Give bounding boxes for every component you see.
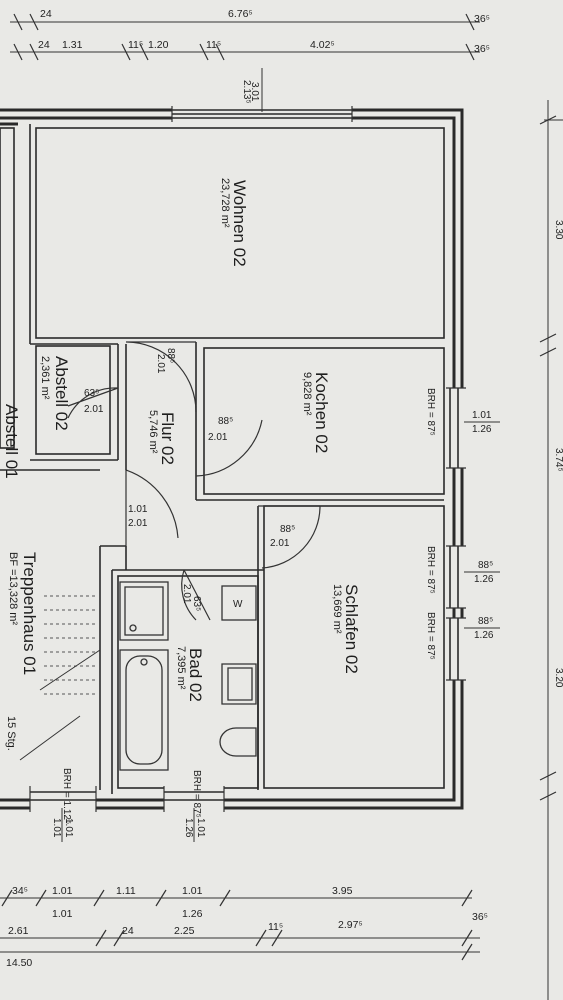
dim-bottom-111: 1.11 bbox=[116, 885, 136, 897]
room-area-treppe: BF =13,328 m² bbox=[7, 552, 19, 625]
room-name-wohnen: Wohnen 02 bbox=[230, 180, 249, 267]
window-treppe-width: 1.01 bbox=[63, 818, 74, 838]
room-area-abstell: 2,361 m² bbox=[39, 356, 51, 400]
dim-bottom-101a: 1.01 bbox=[52, 885, 73, 897]
window-schlafen1-height: 1.26 bbox=[474, 574, 494, 585]
room-labels: Wohnen 02 23,728 m² Kochen 02 9,828 m² F… bbox=[2, 178, 361, 751]
dim-top-24: 24 bbox=[40, 8, 52, 20]
dim-bottom-2975: 2.97⁵ bbox=[338, 919, 363, 931]
toilet bbox=[219, 727, 257, 757]
sink bbox=[221, 663, 257, 705]
dim-bottom-395: 3.95 bbox=[332, 885, 353, 897]
room-name-kochen: Kochen 02 bbox=[312, 372, 331, 453]
door-wohnen-height: 2.01 bbox=[155, 354, 166, 374]
dim-row2-115b: 11⁵ bbox=[206, 39, 221, 51]
window-top-width: 3.01 bbox=[249, 82, 260, 102]
dim-top-total: 6.76⁵ bbox=[228, 8, 253, 20]
door-entry-width: 1.01 bbox=[128, 504, 148, 515]
dim-bottom-345: 34⁵ bbox=[12, 885, 28, 897]
shower-tray-inner bbox=[124, 586, 164, 636]
window-kochen-brh: BRH = 87⁵ bbox=[425, 388, 436, 436]
bottom-windows: 1.01 1.26 BRH = 87⁵ 1.01 1.01 BRH = 1.12… bbox=[29, 768, 225, 842]
window-top-height: 2.13⁵ bbox=[241, 80, 252, 104]
dim-right-1: 3.30 bbox=[553, 220, 563, 240]
dim-top-365: 36⁵ bbox=[474, 13, 490, 25]
dim-right-3: 3.20 bbox=[553, 668, 563, 688]
bottom-dimensions: 34⁵ 1.01 1.11 1.01 3.95 1.01 1.26 2.61 2… bbox=[0, 885, 488, 969]
window-bad-brh: BRH = 87⁵ bbox=[191, 770, 202, 818]
washer-label: W bbox=[233, 599, 243, 610]
interior-walls bbox=[0, 124, 445, 794]
window-kochen-height: 1.26 bbox=[472, 424, 492, 435]
door-kochen-width: 88⁵ bbox=[218, 416, 233, 427]
door-abstell-height: 2.01 bbox=[84, 404, 104, 415]
room-area-schlafen: 13,669 m² bbox=[331, 584, 343, 634]
dim-row2-24: 24 bbox=[38, 39, 50, 51]
dim-bottom-101b: 1.01 bbox=[182, 885, 203, 897]
bathroom-fixtures: W bbox=[119, 581, 257, 771]
room-name-bad: Bad 02 bbox=[186, 648, 205, 702]
staircase bbox=[19, 595, 101, 761]
window-treppe-height: 1.01 bbox=[51, 818, 62, 838]
window-treppe-brh: BRH = 1.12⁵ bbox=[61, 768, 72, 824]
room-area-wohnen: 23,728 m² bbox=[219, 178, 231, 228]
top-dimensions: 24 6.76⁵ 36⁵ 24 1.31 11⁵ 1.20 11⁵ 4.02⁵ … bbox=[10, 8, 490, 61]
dim-bottom-115: 11⁵ bbox=[268, 921, 283, 933]
room-area-flur: 5,746 m² bbox=[147, 410, 159, 454]
door-bad-height: 2.01 bbox=[181, 584, 192, 604]
dim-bottom-101c: 1.01 bbox=[52, 908, 73, 920]
door-abstell-width: 63⁵ bbox=[84, 388, 99, 399]
dim-row2-4025: 4.02⁵ bbox=[310, 39, 335, 51]
doors: 88⁵ 2.01 63⁵ 2.01 88⁵ 2.01 1.01 2.01 88⁵… bbox=[67, 341, 321, 621]
window-kochen-width: 1.01 bbox=[472, 410, 492, 421]
dim-right-2: 3.74⁵ bbox=[553, 448, 563, 472]
dim-bottom-24: 24 bbox=[122, 925, 134, 937]
dim-bottom-365: 36⁵ bbox=[472, 911, 488, 923]
window-schlafen2-width: 88⁵ bbox=[478, 616, 493, 627]
room-name-flur: Flur 02 bbox=[158, 412, 177, 465]
room-name-schlafen: Schlafen 02 bbox=[342, 584, 361, 674]
dim-row2-120: 1.20 bbox=[148, 39, 169, 51]
room-name-abstell: Abstell 02 bbox=[52, 356, 71, 431]
window-schlafen2-brh: BRH = 87⁵ bbox=[425, 612, 436, 660]
bathtub bbox=[119, 649, 169, 771]
room-name-treppe: Treppenhaus 01 bbox=[20, 552, 39, 675]
dim-row2-365: 36⁵ bbox=[474, 43, 490, 55]
room-name-abstell01: Abstell 01 bbox=[2, 404, 21, 479]
dim-row2-115a: 11⁵ bbox=[128, 39, 143, 51]
shower-tray bbox=[119, 581, 169, 641]
dim-bottom-261: 2.61 bbox=[8, 925, 29, 937]
window-schlafen1-width: 88⁵ bbox=[478, 560, 493, 571]
door-schlafen-height: 2.01 bbox=[270, 538, 290, 549]
washer-box bbox=[221, 585, 257, 621]
right-windows: 1.01 1.26 BRH = 87⁵ 88⁵ 1.26 BRH = 87⁵ 8… bbox=[425, 387, 500, 681]
window-schlafen2-height: 1.26 bbox=[474, 630, 494, 641]
dim-bottom-126: 1.26 bbox=[182, 908, 203, 920]
window-bad-width: 1.01 bbox=[195, 818, 206, 838]
door-entry-height: 2.01 bbox=[128, 518, 148, 529]
dim-row2-131: 1.31 bbox=[62, 39, 83, 51]
door-wohnen-width: 88⁵ bbox=[165, 348, 176, 363]
dim-bottom-225: 2.25 bbox=[174, 925, 195, 937]
window-bad-height: 1.26 bbox=[183, 818, 194, 838]
door-schlafen-width: 88⁵ bbox=[280, 524, 295, 535]
room-area-bad: 7,395 m² bbox=[175, 646, 187, 690]
stair-steps: 15 Stg. bbox=[5, 716, 17, 751]
window-wohnen-top: 3.01 2.13⁵ bbox=[171, 68, 353, 122]
bathtub-inner bbox=[125, 655, 163, 765]
bathtub-drain bbox=[140, 658, 148, 666]
door-bad-width: 63⁵ bbox=[191, 596, 202, 611]
right-dimension-strip: 3.30 3.74⁵ 3.20 bbox=[539, 100, 563, 1000]
shower-drain bbox=[129, 624, 137, 632]
window-schlafen1-brh: BRH = 87⁵ bbox=[425, 546, 436, 594]
dim-bottom-total: 14.50 bbox=[6, 957, 32, 969]
room-area-kochen: 9,828 m² bbox=[301, 372, 313, 416]
door-kochen-height: 2.01 bbox=[208, 432, 228, 443]
